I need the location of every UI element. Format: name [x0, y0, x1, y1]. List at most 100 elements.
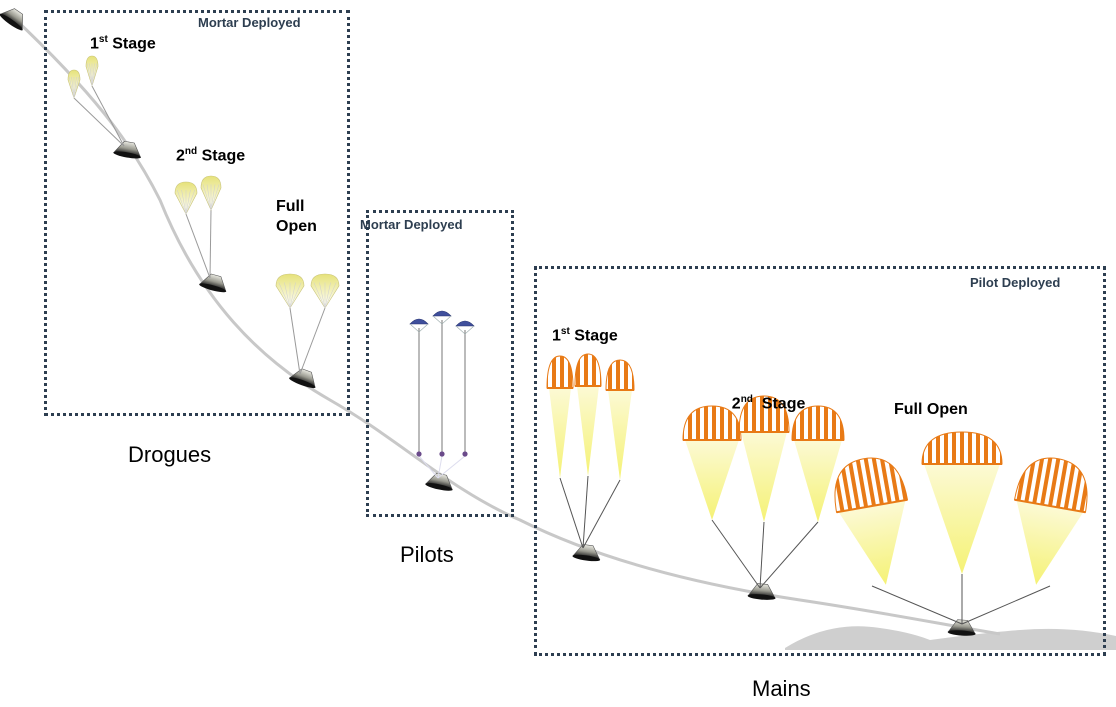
pilot-bridle-line [437, 455, 443, 479]
main-parachute [791, 405, 845, 522]
main-full-open-label: Full Open [894, 401, 968, 418]
drogue-full-open-label: Full Open [276, 198, 317, 235]
main-parachute [1013, 457, 1088, 585]
main-riser-line [871, 585, 963, 625]
pilots-label: Pilots [400, 542, 454, 567]
drogue-riser-line [299, 307, 326, 375]
drogue-suspension-line [89, 63, 93, 87]
drogue-second-stage-label: 2nd Stage [176, 146, 246, 165]
capsule-heatshield [0, 13, 23, 31]
capsule-heatshield [199, 283, 227, 293]
capsule-heatshield [572, 554, 601, 562]
drogue-suspension-line [91, 63, 98, 87]
drogue-suspension-line [73, 76, 80, 99]
main-canopy [546, 355, 574, 389]
main-canopy-skirt [836, 498, 908, 514]
main-riser-fan [741, 432, 787, 522]
main-riser-line [559, 477, 584, 549]
drogue-suspension-line [176, 189, 187, 215]
main-canopy-skirt [1014, 498, 1086, 514]
capsule-icon [747, 583, 776, 600]
drogue-riser-line [209, 209, 212, 279]
drogue-riser-line [73, 97, 125, 147]
main-riser-fan [838, 500, 906, 585]
capsule-heatshield [289, 377, 316, 389]
main-parachute [605, 359, 635, 480]
capsule-icon [0, 8, 23, 31]
drogue-suspension-line [202, 184, 212, 211]
main-riser-line [582, 475, 589, 549]
capsule-group [0, 8, 976, 636]
capsule-icon [572, 544, 601, 562]
pilot-bag [462, 451, 468, 457]
pilot-bridle-line [437, 455, 466, 479]
drogue-suspension-line [284, 282, 291, 309]
capsule-heatshield [747, 594, 776, 600]
main-riser-fan [608, 390, 632, 480]
drogue-suspension-line [313, 282, 326, 309]
pilot-suspension [409, 323, 429, 333]
main-canopy [921, 431, 1003, 465]
capsule-heatshield [113, 151, 141, 159]
main-box-label: Pilot Deployed [970, 275, 1061, 290]
drogue-suspension-line [73, 76, 77, 99]
main-canopy [738, 395, 790, 433]
capsule-body [948, 619, 976, 634]
main-parachute [682, 405, 742, 520]
main-parachute [738, 395, 790, 522]
drogue-suspension-line [68, 76, 75, 99]
drogue-deploy-box [44, 10, 350, 416]
capsule-heatshield [947, 630, 976, 636]
main-canopy [1013, 457, 1088, 513]
capsule-body [289, 368, 316, 387]
drogue-box-label: Mortar Deployed [198, 15, 301, 30]
drogue-suspension-line [210, 184, 220, 211]
main-riser-fan [794, 440, 842, 522]
pilot-bridle-line [418, 455, 439, 479]
drogue-suspension-line [289, 282, 302, 309]
drogue-suspension-line [185, 189, 196, 215]
main-riser-fan [924, 464, 1000, 574]
riser-lines-group [73, 85, 1051, 625]
main-canopy [791, 405, 845, 441]
pilot-box-label: Mortar Deployed [360, 217, 463, 232]
main-canopy [834, 457, 909, 513]
main-deploy-box [534, 266, 1106, 656]
drogues-label: Drogues [128, 442, 212, 467]
pilot-suspension [455, 325, 475, 335]
main-riser-line [759, 521, 819, 589]
capsule-icon [947, 619, 976, 636]
main-riser-fan [577, 386, 599, 476]
capsule-body [425, 472, 453, 490]
drogue-suspension-line [319, 282, 326, 309]
drogue-suspension-line [71, 76, 75, 99]
ground-terrain [785, 626, 1116, 650]
canopy-group [67, 55, 1088, 585]
capsule-icon [113, 140, 141, 159]
drogue-suspension-line [181, 189, 187, 215]
main-riser-fan [549, 388, 571, 478]
pilot-bag [416, 451, 422, 457]
main-canopy [574, 353, 602, 387]
main-riser-fan [1016, 500, 1084, 585]
capsule-icon [199, 273, 227, 293]
drogue-suspension-line [91, 63, 95, 87]
drogue-suspension-line [278, 282, 291, 309]
main-parachute [574, 353, 602, 476]
main-riser-fan [685, 440, 739, 520]
drogue-suspension-line [289, 282, 296, 309]
capsule-heatshield [425, 483, 453, 491]
drogue-first-stage-label: 1st Stage [90, 34, 156, 53]
drogue-riser-line [185, 213, 211, 279]
mains-label: Mains [752, 676, 811, 701]
drogue-suspension-line [206, 184, 212, 211]
main-parachute [834, 457, 909, 585]
capsule-body [199, 273, 226, 291]
capsule-icon [289, 368, 316, 389]
drogue-riser-line [289, 307, 301, 375]
main-riser-line [759, 521, 765, 589]
pilot-deploy-box [366, 210, 514, 517]
main-riser-line [711, 519, 761, 589]
